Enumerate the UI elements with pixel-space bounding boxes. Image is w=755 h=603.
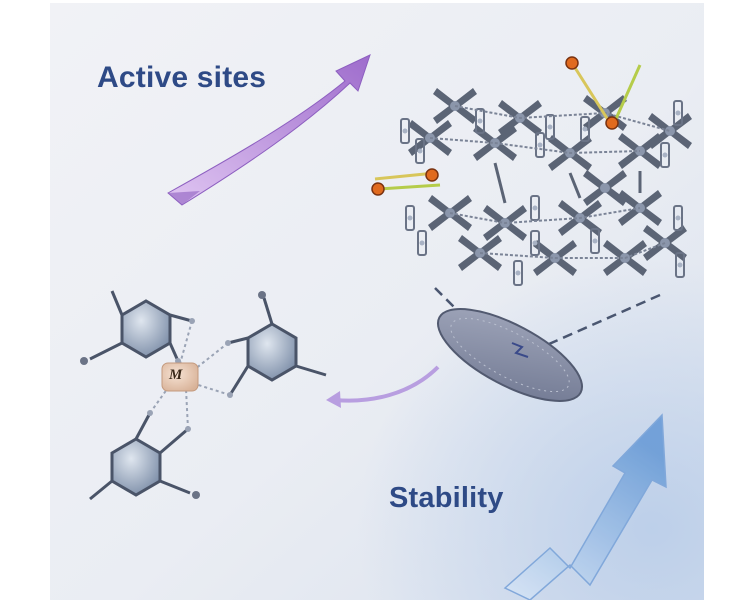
- diagram-panel: Active sites Stability M: [50, 3, 704, 600]
- stability-label: Stability: [389, 482, 504, 514]
- metal-center-label: M: [169, 367, 183, 383]
- curved-arrow-up-right-icon: [167, 54, 371, 206]
- mof-framework-icon: [400, 88, 692, 286]
- guest-molecule-left: [371, 168, 441, 196]
- diagram-canvas: [50, 3, 704, 600]
- guest-molecule-top: [565, 56, 642, 130]
- crystal-disk-icon: [436, 308, 584, 402]
- rising-zigzag-arrow-icon: [503, 413, 667, 600]
- active-sites-label: Active sites: [97, 61, 267, 94]
- metal-complex-icon: [80, 290, 327, 501]
- curved-arrow-left-icon: [326, 365, 440, 408]
